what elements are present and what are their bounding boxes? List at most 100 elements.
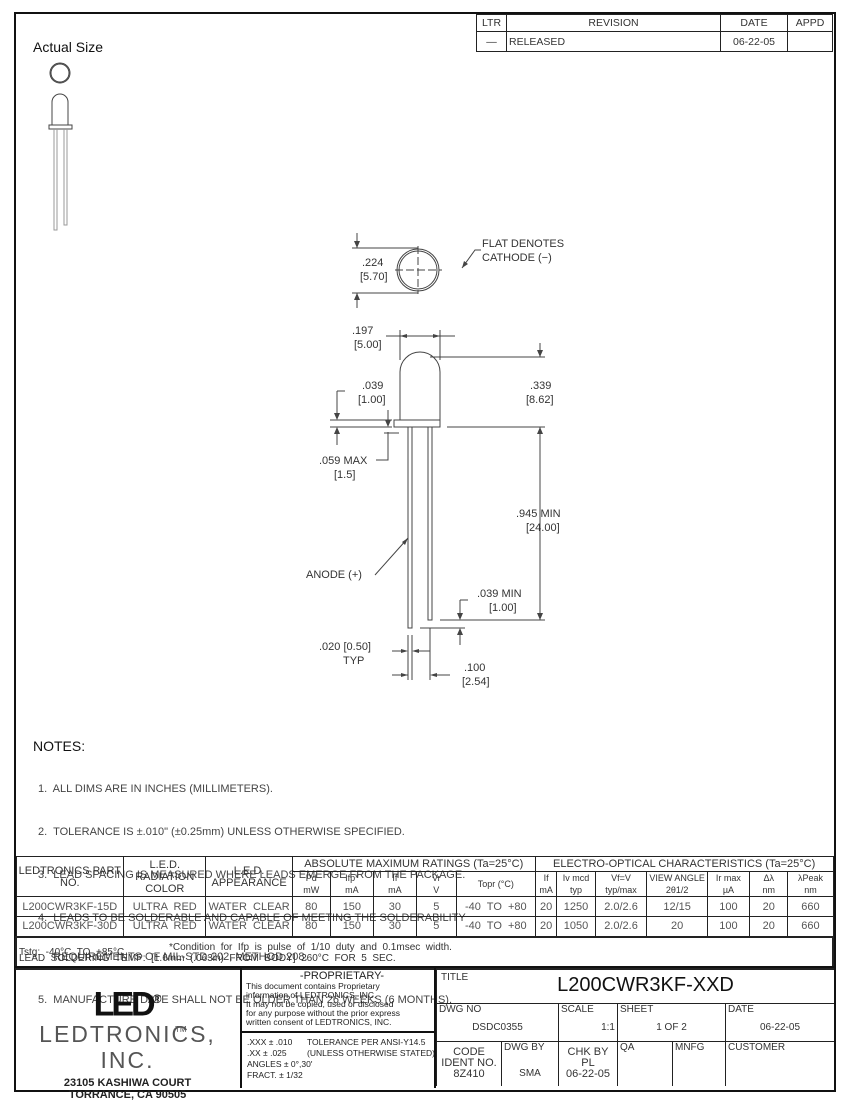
tol-fract: FRACT. ± 1/32 <box>247 1070 303 1080</box>
flange-mm-label: [1.00] <box>358 394 386 406</box>
anode-label: ANODE (+) <box>306 569 362 581</box>
sheet-label: SHEET <box>620 1003 654 1015</box>
flat-note-2: CATHODE (−) <box>482 252 552 264</box>
spacing-mm-label: [2.54] <box>462 676 490 688</box>
table-cell: 2.0/2.6 <box>594 916 648 937</box>
header-appearance: L.E.D. APPEARANCE <box>205 856 293 897</box>
subheader-line: Ir max <box>715 873 741 883</box>
table-cell: WATER CLEAR <box>205 916 293 937</box>
table-cell: -40 TO +80 <box>455 896 536 917</box>
mnfg-label: MNFG <box>672 1040 726 1086</box>
table-cell: 2.0/2.6 <box>594 896 648 917</box>
proprietary-line: information of LEDTRONICS, INC. <box>246 990 377 1000</box>
proprietary-line: written consent of LEDTRONICS, INC. <box>246 1017 392 1027</box>
table-cell: 150 <box>329 896 375 917</box>
note-1: 1. ALL DIMS ARE IN INCHES (MILLIMETERS). <box>38 783 273 795</box>
table-cell: WATER CLEAR <box>205 896 293 917</box>
note-2: 2. TOLERANCE IS ±.010" (±0.25mm) UNLESS … <box>38 826 405 838</box>
subheader-cell: Ifp* mA <box>329 871 375 897</box>
notes-title: NOTES: <box>33 738 86 754</box>
subheader-line: Ifp* <box>345 873 359 883</box>
table-cell: 12/15 <box>646 896 708 917</box>
table-cell: 660 <box>787 916 834 937</box>
body-dia-label: .197 <box>352 325 373 337</box>
proprietary-line: for any purpose without the prior expres… <box>246 1008 401 1018</box>
soldering-note: LEAD SOLDERING TEMP: [1.6mm (.063in) FRO… <box>19 952 396 964</box>
table-cell: 80 <box>291 916 331 937</box>
revision-block: LTR REVISION DATE APPD — RELEASED 06-22-… <box>476 14 833 52</box>
lead-length-mm-label: [24.00] <box>526 522 560 534</box>
subheader-unit: nm <box>804 885 817 895</box>
drawing-title: L200CWR3KF-XXD <box>557 974 734 997</box>
sheet-border <box>14 12 836 1092</box>
code-ident: 8Z410 <box>453 1068 485 1081</box>
header-color: L.E.D. RADIATION COLOR <box>123 856 207 897</box>
lead-diff-label: .039 MIN <box>477 588 522 600</box>
subheader-line: Δλ <box>763 873 774 883</box>
table-cell: 5 <box>415 916 457 937</box>
height-label: .339 <box>530 380 551 392</box>
subheader-unit: mA <box>388 885 402 895</box>
tol-3-place: .XXX ± .010 <box>247 1037 293 1047</box>
condition-note: *Condition for Ifp is pulse of 1/10 duty… <box>169 941 452 953</box>
dwg-no-label: DWG NO <box>439 1003 482 1015</box>
scale: 1:1 <box>601 1021 615 1033</box>
top-view <box>352 233 481 308</box>
table-cell: 1050 <box>556 916 596 937</box>
trademark: TM <box>175 1025 187 1035</box>
chk-by-label: CHK BY <box>567 1046 609 1059</box>
tol-angles: ANGLES ± 0°,30' <box>247 1059 313 1069</box>
spacing-label: .100 <box>464 662 485 674</box>
table-cell: L200CWR3KF-30D <box>15 916 125 937</box>
company-name: LEDTRONICS, INC. <box>39 1021 216 1074</box>
date: 06-22-05 <box>759 1021 801 1033</box>
table-cell: 150 <box>329 916 375 937</box>
logo-panel: LED® LEDTRONICS, INC. TM 23105 KASHIWA C… <box>15 968 242 1100</box>
subheader-line: Vf=V <box>611 873 631 883</box>
table-cell: 80 <box>291 896 331 917</box>
subheader-line: Topr (°C) <box>477 879 514 889</box>
rev-date: 06-22-05 <box>720 31 788 52</box>
table-cell: 5 <box>415 896 457 917</box>
proprietary-notice: -PROPRIETARY- This document contains Pro… <box>242 970 438 1032</box>
table-cell: 100 <box>706 896 750 917</box>
sheet: 1 OF 2 <box>656 1021 687 1033</box>
dwg-no: DSDC0355 <box>472 1021 523 1033</box>
spec-table: LEDTRONICS PART NO. L.E.D. RADIATION COL… <box>15 856 834 970</box>
table-cell: 660 <box>787 896 834 917</box>
subheader-unit: mA <box>345 885 359 895</box>
lead-width-label: .020 [0.50] <box>319 641 371 653</box>
rev-appd <box>787 31 833 52</box>
tol-standard: TOLERANCE PER ANSI-Y14.5 <box>307 1037 426 1047</box>
table-cell: ULTRA RED <box>123 896 207 917</box>
table-footnotes: Tstg: -40°C TO +85°C *Condition for Ifp i… <box>15 935 834 970</box>
code-label-1: CODE <box>453 1046 485 1059</box>
subheader-unit: 2θ1/2 <box>665 885 689 895</box>
address-line-1: 23105 KASHIWA COURT <box>63 1077 192 1090</box>
address-line-2: TORRANCE, CA 90505 <box>68 1089 187 1100</box>
table-cell: 20 <box>534 896 558 917</box>
customer-label: CUSTOMER <box>725 1040 834 1086</box>
qa-label: QA <box>617 1040 673 1086</box>
top-dia-mm-label: [5.70] <box>360 271 388 283</box>
date-label: DATE <box>728 1003 754 1015</box>
subheader-unit: V <box>433 885 440 895</box>
subheader-line: VIEW ANGLE <box>649 873 705 883</box>
code-label-2: IDENT NO. <box>441 1057 497 1070</box>
header-part-no: LEDTRONICS PART NO. <box>15 856 125 897</box>
tstg-note: Tstg: -40°C TO +85°C <box>19 946 125 958</box>
table-cell: 30 <box>373 896 417 917</box>
subheader-line: Vr <box>431 873 441 883</box>
table-cell: 20 <box>748 896 789 917</box>
top-dia-label: .224 <box>362 257 383 269</box>
actual-size-led-icon <box>48 62 73 231</box>
chk-date: 06-22-05 <box>565 1068 611 1081</box>
side-view <box>330 330 545 680</box>
